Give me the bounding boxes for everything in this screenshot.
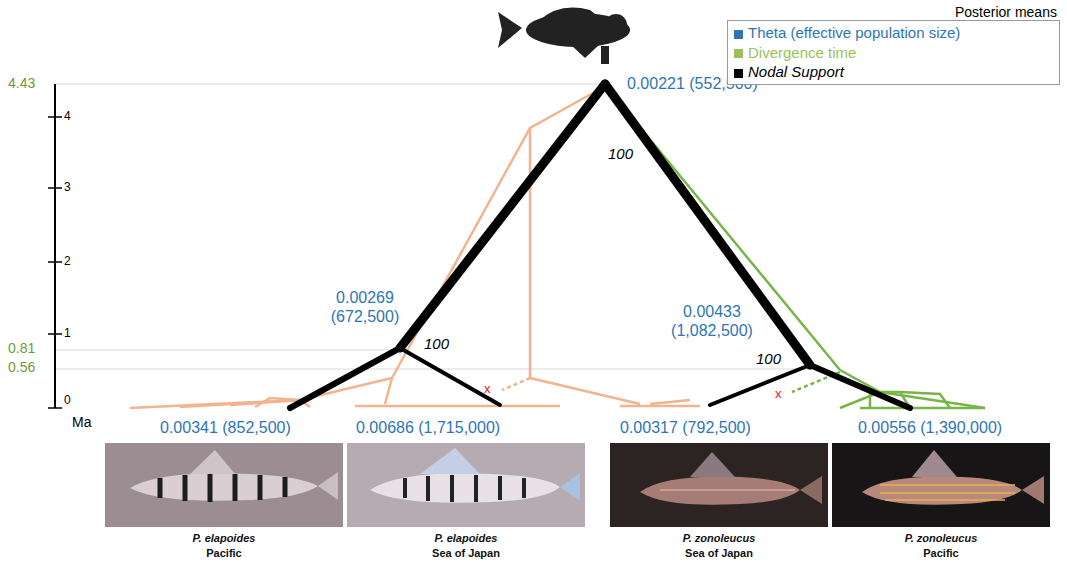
loss-mark: x xyxy=(484,381,491,397)
region-name: Sea of Japan xyxy=(610,546,828,561)
region-name: Sea of Japan xyxy=(347,546,585,561)
legend-item: Divergence time xyxy=(734,43,1053,63)
axis-value: 4.43 xyxy=(8,75,35,92)
nodal-support: 100 xyxy=(756,350,781,368)
region-name: Pacific xyxy=(832,546,1050,561)
nodal-support: 100 xyxy=(424,335,449,353)
legend-box: Theta (effective population size) Diverge… xyxy=(727,20,1060,85)
axis-unit: Ma xyxy=(72,414,91,431)
theta-label: 0.00317 (792,500) xyxy=(620,418,751,437)
region-name: Pacific xyxy=(105,546,343,561)
specimen-panel: P. zonoleucusSea of Japan xyxy=(610,443,828,561)
legend-text: Divergence time xyxy=(748,44,856,61)
theta-label: 0.00556 (1,390,000) xyxy=(858,418,1002,437)
species-name: P. zonoleucus xyxy=(610,531,828,546)
axis-tick: 4 xyxy=(64,109,71,123)
species-name: P. elapoides xyxy=(105,531,343,546)
legend-swatch xyxy=(734,49,743,58)
axis-tick: 2 xyxy=(64,254,71,268)
specimen-panel: P. zonoleucusPacific xyxy=(832,443,1050,561)
axis-value: 0.81 xyxy=(8,340,35,357)
theta-label: 0.00269 (672,500) xyxy=(320,288,410,326)
nodal-support: 100 xyxy=(608,145,633,163)
species-name: P. zonoleucus xyxy=(832,531,1050,546)
specimen-panel: P. elapoidesPacific xyxy=(105,443,343,561)
theta-label: 0.00433 (1,082,500) xyxy=(656,302,768,340)
specimen-panel: P. elapoidesSea of Japan xyxy=(347,443,585,561)
legend-swatch xyxy=(734,69,743,78)
axis-tick: 0 xyxy=(64,393,71,407)
axis-tick: 3 xyxy=(64,180,71,194)
legend-item: Nodal Support xyxy=(734,62,1053,82)
species-name: P. elapoides xyxy=(347,531,585,546)
legend-swatch xyxy=(734,30,743,39)
legend-heading: Posterior means xyxy=(955,4,1057,21)
legend-text: Nodal Support xyxy=(748,63,844,80)
legend-item: Theta (effective population size) xyxy=(734,23,1053,43)
legend-text: Theta (effective population size) xyxy=(748,24,960,41)
axis-tick: 1 xyxy=(64,326,71,340)
loss-mark: x xyxy=(775,386,782,402)
axis-value: 0.56 xyxy=(8,359,35,376)
theta-label: 0.00686 (1,715,000) xyxy=(356,418,500,437)
theta-label: 0.00341 (852,500) xyxy=(160,418,291,437)
